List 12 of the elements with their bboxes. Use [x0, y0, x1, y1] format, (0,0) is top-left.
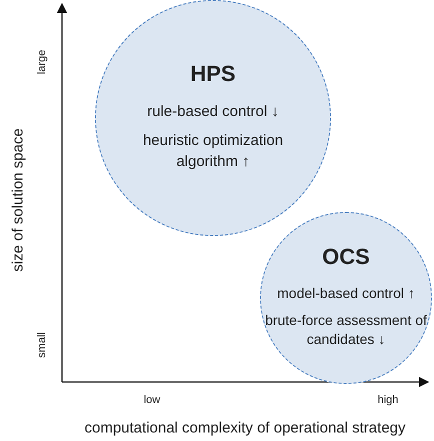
- axis-tick-label: high: [378, 394, 398, 406]
- circle-title: OCS: [322, 244, 370, 270]
- circle-item-text: rule-based control ↓: [147, 102, 279, 122]
- circle-item-text: model-based control ↑: [277, 284, 415, 302]
- circle-title: HPS: [190, 60, 236, 86]
- axis-tick-label: low: [144, 394, 160, 406]
- circle-item-text: brute-force assessment of candidates ↓: [264, 310, 428, 348]
- axis-title: computational complexity of operational strategy: [84, 420, 406, 436]
- axis-title: size of solution space: [10, 128, 26, 272]
- axis-tick-label: small: [36, 332, 48, 358]
- circle-item-text: heuristic optimization algorithm ↑: [142, 130, 284, 172]
- axis-tick-label: large: [36, 50, 48, 74]
